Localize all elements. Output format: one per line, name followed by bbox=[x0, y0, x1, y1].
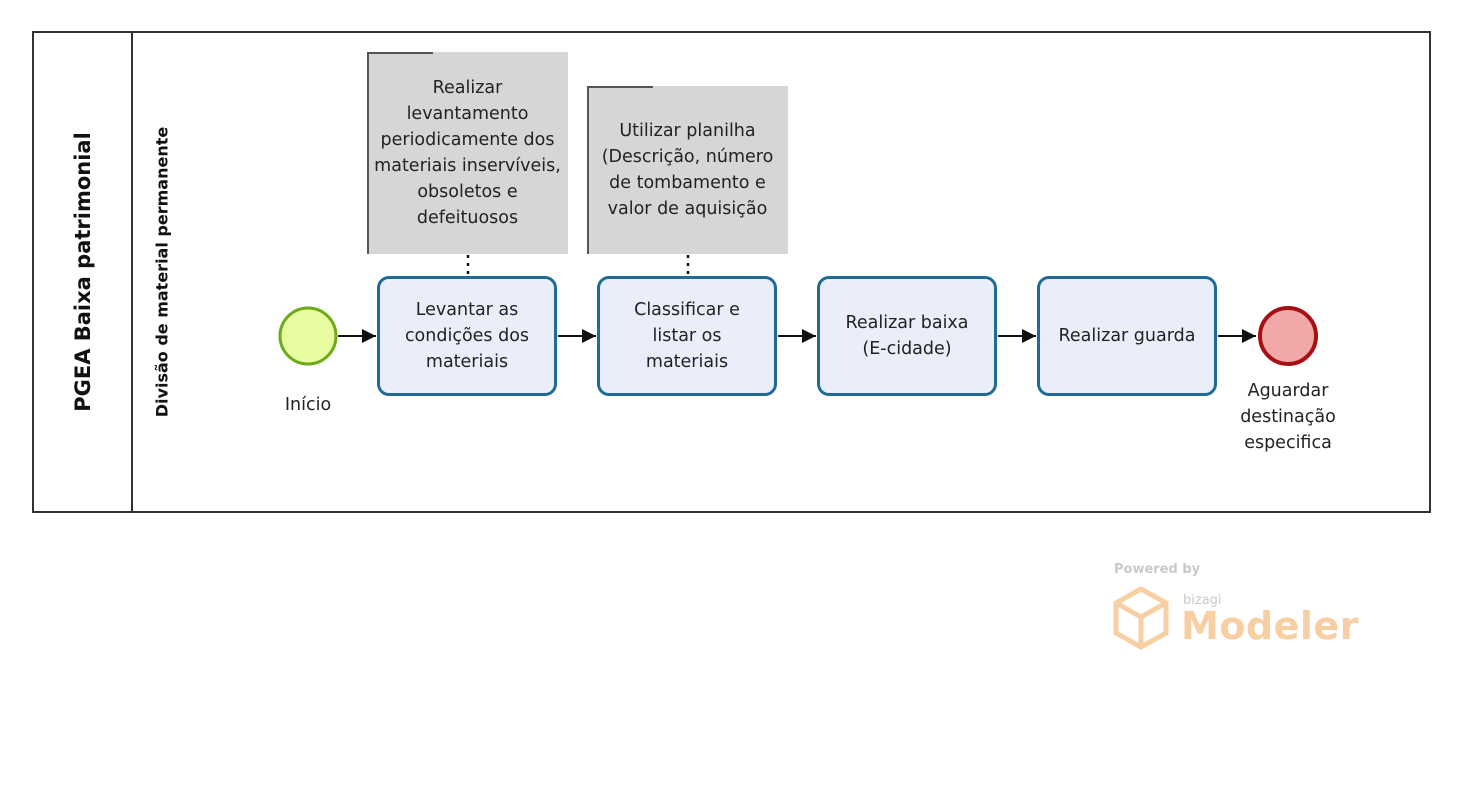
start-event-label: Início bbox=[284, 395, 332, 415]
annotation-2: Utilizar planilha (Descrição, número de … bbox=[587, 86, 788, 254]
start-event[interactable] bbox=[278, 306, 338, 366]
bizagi-logo: Powered by bizagi Modeler bbox=[1110, 560, 1370, 660]
bizagi-cube-icon bbox=[1113, 586, 1169, 650]
logo-powered-text: Powered by bbox=[1114, 562, 1201, 577]
end-event-label: Aguardar destinação especifica bbox=[1240, 381, 1336, 453]
end-event[interactable] bbox=[1258, 306, 1318, 366]
task-realizar-baixa[interactable]: Realizar baixa (E-cidade) bbox=[817, 276, 997, 396]
task-classificar-listar[interactable]: Classificar e listar os materiais bbox=[597, 276, 777, 396]
task-label: Levantar as condições dos materiais bbox=[404, 300, 530, 372]
annotation-1: Realizar levantamento periodicamente dos… bbox=[367, 52, 568, 254]
pool-header: PGEA Baixa patrimonial bbox=[34, 33, 133, 511]
annotation-2-text: Utilizar planilha (Descrição, número de … bbox=[601, 121, 774, 219]
task-realizar-guarda[interactable]: Realizar guarda bbox=[1037, 276, 1217, 396]
task-levantar-condicoes[interactable]: Levantar as condições dos materiais bbox=[377, 276, 557, 396]
logo-brand-text: bizagi bbox=[1183, 593, 1222, 608]
annotation-1-text: Realizar levantamento periodicamente dos… bbox=[374, 78, 561, 228]
logo-product-text: Modeler bbox=[1181, 604, 1359, 648]
task-label: Realizar baixa (E-cidade) bbox=[845, 313, 969, 359]
task-label: Realizar guarda bbox=[1058, 326, 1196, 346]
task-label: Classificar e listar os materiais bbox=[634, 300, 740, 372]
